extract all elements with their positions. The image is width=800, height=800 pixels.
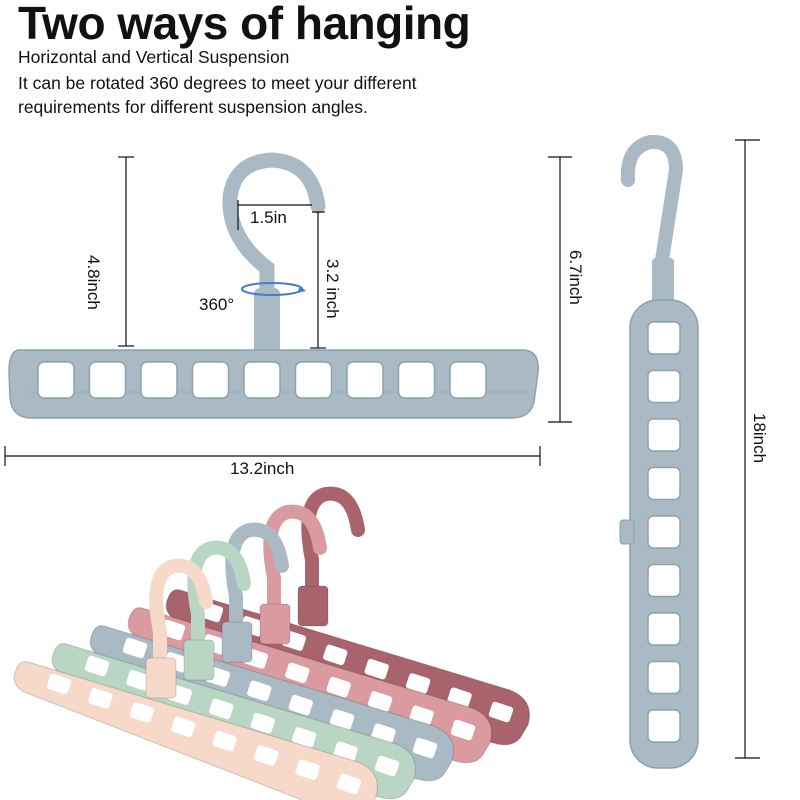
- hanger-hole: [191, 361, 230, 399]
- variant-hanger-cream: [13, 558, 379, 800]
- horizontal-holes: [37, 361, 487, 399]
- subtitle-line-2: It can be rotated 360 degrees to meet yo…: [18, 73, 417, 93]
- vertical-holes: [647, 321, 681, 743]
- hanger-hole: [647, 369, 681, 404]
- hanger-hole: [140, 361, 178, 399]
- hanger-hole: [647, 418, 681, 452]
- hanger-hole: [37, 361, 75, 399]
- variant-hole: [488, 701, 514, 723]
- variant-hole: [405, 673, 431, 694]
- variant-hole: [250, 712, 275, 734]
- variant-hole: [450, 719, 476, 741]
- page-title: Two ways of hanging: [18, 0, 471, 49]
- hanger-hole: [647, 563, 681, 598]
- hanger-hole: [647, 321, 681, 355]
- variant-hole: [412, 737, 438, 759]
- variant-hole: [285, 662, 310, 684]
- variant-hole: [88, 688, 113, 709]
- hanger-hole: [647, 709, 681, 743]
- hanger-hole: [449, 361, 487, 399]
- hanger-hole: [647, 466, 681, 501]
- hanger-height-label: 4.8inch: [84, 255, 103, 310]
- vertical-hanger: [619, 134, 699, 769]
- vertical-hook-stem: [652, 258, 674, 308]
- variant-hole: [84, 655, 110, 677]
- hanger-hole: [647, 660, 681, 695]
- vertical-clip: [619, 519, 635, 545]
- variant-hole: [247, 680, 272, 702]
- subtitle-line-3: requirements for different suspension an…: [18, 97, 368, 117]
- variant-hook: [225, 522, 289, 653]
- hanger-hole: [397, 361, 436, 399]
- hook-stem: [254, 288, 280, 354]
- variant-hole: [209, 698, 234, 720]
- variant-hook: [263, 504, 327, 635]
- vertical-length-label: 18inch: [750, 413, 769, 463]
- variant-hole: [326, 676, 351, 698]
- variant-hole: [367, 691, 393, 712]
- variant-hole: [295, 759, 320, 780]
- variant-hole: [253, 745, 279, 766]
- variant-hook: [149, 558, 213, 689]
- horizontal-hanger: [8, 152, 539, 419]
- vertical-hook: [620, 134, 684, 267]
- horizontal-hook: [222, 152, 326, 308]
- color-variants-stack: [13, 486, 531, 800]
- hook-width-label: 1.5in: [250, 208, 287, 227]
- hook-height-label: 3.2 inch: [323, 259, 342, 319]
- hanger-hole: [88, 361, 127, 399]
- variant-hole: [329, 709, 355, 730]
- variant-hole: [336, 773, 362, 795]
- variant-hole: [374, 755, 400, 777]
- hanger-hole: [647, 515, 681, 549]
- variant-hole: [122, 637, 148, 659]
- variant-stem: [259, 603, 291, 645]
- variant-stem: [183, 639, 215, 681]
- variant-hole: [323, 644, 348, 666]
- variant-stem: [297, 585, 329, 627]
- variant-hole: [364, 658, 389, 680]
- variant-hook: [301, 486, 365, 617]
- variant-stem: [221, 621, 253, 663]
- hanger-hole: [243, 361, 281, 399]
- hanger-length-label: 13.2inch: [230, 459, 294, 478]
- variant-hole: [291, 727, 317, 748]
- subtitle-line-1: Horizontal and Vertical Suspension: [18, 47, 290, 67]
- variant-hole: [126, 670, 151, 691]
- variant-hole: [129, 702, 155, 723]
- rotation-arrow-head: [297, 286, 306, 293]
- variant-hole: [171, 716, 196, 738]
- hanger-hole: [294, 361, 333, 399]
- variant-hole: [212, 730, 237, 752]
- variant-hole: [288, 694, 313, 716]
- variant-stem: [145, 657, 177, 699]
- total-height-label: 6.7inch: [566, 250, 585, 305]
- variant-hole: [46, 673, 72, 695]
- hanger-hole: [647, 612, 681, 646]
- hanger-hole: [346, 361, 384, 399]
- rotation-label: 360°: [199, 295, 234, 314]
- variant-hook: [187, 540, 251, 671]
